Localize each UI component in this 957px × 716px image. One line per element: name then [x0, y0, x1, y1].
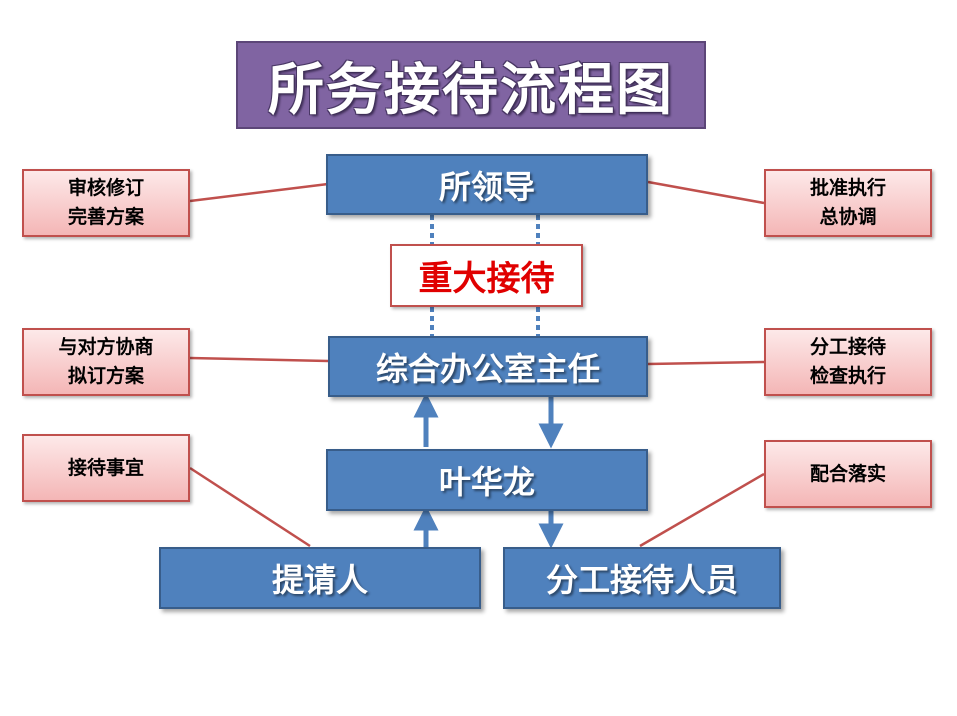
- note-line: 审核修订: [67, 177, 144, 199]
- reception-staff-box: 分工接待人员: [503, 547, 781, 609]
- note-reception-matters: 接待事宜: [22, 434, 190, 502]
- note-cooperate-implement: 配合落实: [764, 440, 932, 508]
- note-connector: [639, 472, 765, 548]
- note-approve-coordinate: 批准执行 总协调: [764, 169, 932, 237]
- note-line: 拟订方案: [67, 365, 144, 387]
- major-reception-label: 重大接待: [390, 244, 583, 307]
- note-line: 检查执行: [809, 365, 886, 387]
- note-review-revise: 审核修订 完善方案: [22, 169, 190, 237]
- note-assign-inspect: 分工接待 检查执行: [764, 328, 932, 396]
- diagram-title: 所务接待流程图: [236, 41, 706, 129]
- note-line: 配合落实: [809, 462, 886, 485]
- office-director-box: 综合办公室主任: [328, 336, 648, 397]
- leader-box: 所领导: [326, 154, 648, 215]
- note-line: 总协调: [819, 206, 877, 228]
- note-line: 完善方案: [67, 206, 144, 228]
- coordinator-box: 叶华龙: [326, 449, 648, 511]
- note-connector: [189, 356, 329, 363]
- note-connector: [647, 360, 765, 366]
- requester-box: 提请人: [159, 547, 481, 609]
- note-connector: [189, 182, 329, 203]
- note-line: 接待事宜: [67, 456, 144, 479]
- note-line: 与对方协商: [58, 336, 154, 358]
- note-connector: [647, 180, 765, 205]
- note-line: 分工接待: [809, 336, 886, 358]
- note-negotiate-draft: 与对方协商 拟订方案: [22, 328, 190, 396]
- note-connector: [189, 466, 311, 548]
- note-line: 批准执行: [809, 177, 886, 199]
